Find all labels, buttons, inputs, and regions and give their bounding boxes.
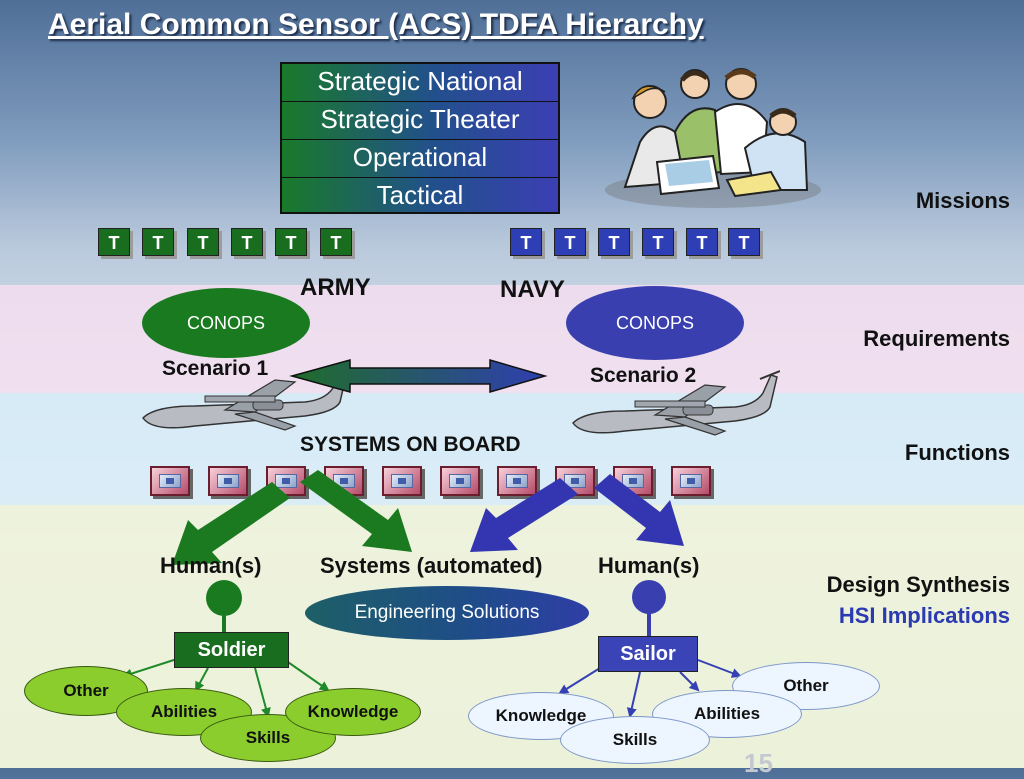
hierarchy-level: Operational xyxy=(282,140,558,178)
system-box xyxy=(150,466,190,496)
sailor-head-icon xyxy=(632,580,666,614)
scenario-1-label: Scenario 1 xyxy=(162,357,269,380)
army-task-box: T xyxy=(231,228,263,256)
soldier-trait-knowledge: Knowledge xyxy=(285,688,421,736)
sailor-to-knowledge-line xyxy=(558,667,601,695)
navy-task-box: T xyxy=(510,228,542,256)
navy-conops-ellipse: CONOPS xyxy=(566,286,744,360)
soldier-box: Soldier xyxy=(174,632,289,668)
sailor-trait-skills: Skills xyxy=(560,716,710,764)
system-box xyxy=(671,466,711,496)
aircraft-icon xyxy=(572,370,780,436)
mission-hierarchy-table: Strategic National Strategic Theater Ope… xyxy=(280,62,560,214)
system-box xyxy=(208,466,248,496)
army-conops-ellipse: CONOPS xyxy=(142,288,310,358)
soldier-to-abilities-line xyxy=(195,667,209,692)
army-task-box: T xyxy=(98,228,130,256)
hierarchy-level: Tactical xyxy=(282,178,558,212)
sailor-to-other-line xyxy=(697,659,742,678)
blue-arrow-to-humans xyxy=(594,474,684,546)
humans-right-label: Human(s) xyxy=(598,553,700,578)
system-box xyxy=(497,466,537,496)
scenario-exchange-arrow xyxy=(289,359,548,393)
system-box xyxy=(440,466,480,496)
navy-task-box: T xyxy=(642,228,674,256)
army-task-box: T xyxy=(142,228,174,256)
navy-task-box: T xyxy=(554,228,586,256)
hierarchy-level: Strategic National xyxy=(282,64,558,102)
requirements-label: Requirements xyxy=(863,326,1010,351)
army-task-box: T xyxy=(320,228,352,256)
systems-automated-label: Systems (automated) xyxy=(320,553,543,578)
navy-task-box: T xyxy=(728,228,760,256)
sailor-to-skills-line xyxy=(626,671,641,718)
navy-label: NAVY xyxy=(500,276,565,303)
blue-arrow-to-systems xyxy=(470,478,578,552)
soldier-trait-skills: Skills xyxy=(200,714,336,762)
soldier-neck xyxy=(222,614,226,632)
scenario-2-label: Scenario 2 xyxy=(590,364,697,387)
aircraft-icon xyxy=(142,365,350,431)
green-arrow-to-humans xyxy=(172,482,290,565)
design-synthesis-label: Design Synthesis xyxy=(826,572,1010,597)
hsi-implications-label: HSI Implications xyxy=(838,603,1010,628)
team-meeting-clipart xyxy=(605,68,821,208)
sailor-box: Sailor xyxy=(598,636,698,672)
page-title: Aerial Common Sensor (ACS) TDFA Hierarch… xyxy=(48,8,704,41)
sailor-trait-other: Other xyxy=(732,662,880,710)
sailor-trait-abilities: Abilities xyxy=(652,690,802,738)
soldier-to-knowledge-line xyxy=(284,659,330,692)
system-box xyxy=(613,466,653,496)
missions-label: Missions xyxy=(915,188,1010,213)
humans-left-label: Human(s) xyxy=(160,553,262,578)
army-task-box: T xyxy=(275,228,307,256)
system-box xyxy=(382,466,422,496)
army-label: ARMY xyxy=(300,274,371,301)
engineering-solutions-ellipse: Engineering Solutions xyxy=(305,586,589,640)
army-task-box: T xyxy=(187,228,219,256)
soldier-to-skills-line xyxy=(254,667,271,718)
functions-label: Functions xyxy=(904,440,1010,465)
hierarchy-level: Strategic Theater xyxy=(282,102,558,140)
soldier-to-other-line xyxy=(122,657,181,679)
navy-task-box: T xyxy=(598,228,630,256)
systems-on-board-label: SYSTEMS ON BOARD xyxy=(300,433,521,456)
green-arrow-to-systems xyxy=(300,470,412,552)
sailor-to-abilities-line xyxy=(679,671,700,692)
navy-task-box: T xyxy=(686,228,718,256)
page-number: 15 xyxy=(744,748,773,778)
sailor-neck xyxy=(647,612,651,636)
soldier-head-icon xyxy=(206,580,242,616)
